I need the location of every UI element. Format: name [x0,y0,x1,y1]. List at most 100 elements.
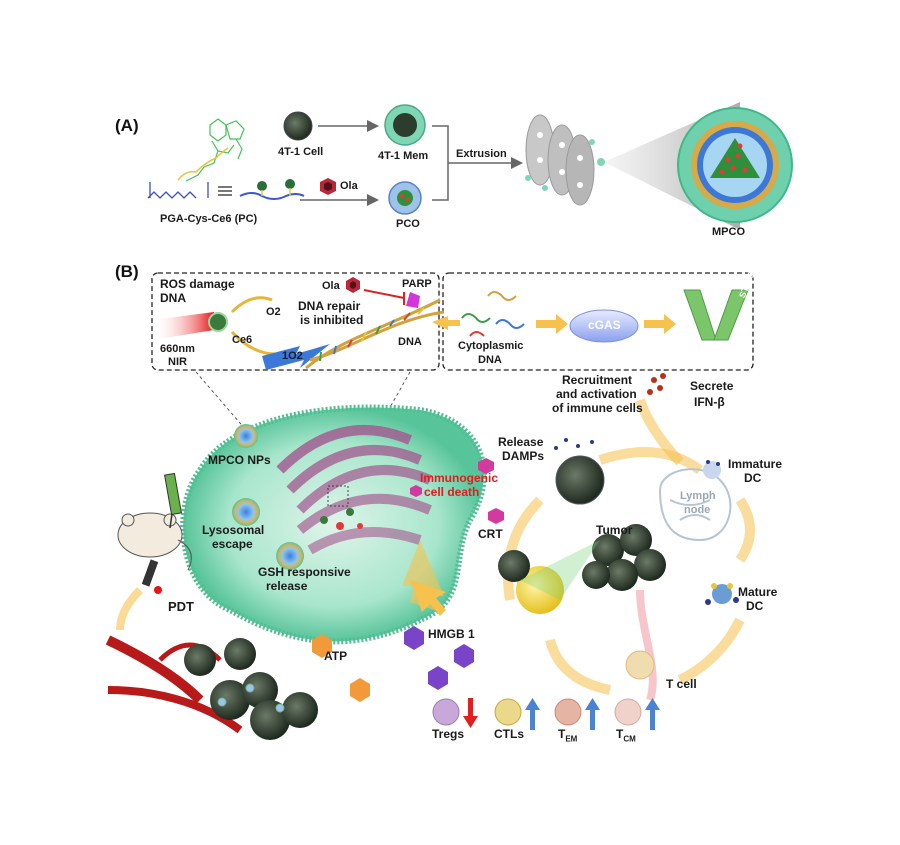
golgi-apparatus-icon [276,425,432,555]
icd-label-2: cell death [424,485,480,499]
ctls-label: CTLs [494,727,524,741]
mpco-nanoparticle-icon [677,107,793,223]
damps-label: DAMPs [502,449,545,463]
lymph-node-icon [658,468,732,542]
equals-icon [218,186,232,196]
gsh-label-2: release [266,579,308,593]
extrusion-label: Extrusion [456,148,507,160]
polymer-chain-icon [147,147,229,199]
mouse-icon [117,512,192,571]
syringe-icon [164,472,182,529]
damps-icon [554,438,594,450]
dna-repair-label-2: is inhibited [300,313,364,327]
up-arrow-icon [585,698,600,730]
extruder-membrane-icon [525,114,605,206]
atp-icon [312,634,370,702]
pco-label: PCO [396,218,420,230]
tcm-cell-icon [614,698,642,726]
mature-dc-label: Mature [738,585,778,599]
lightning-icon [262,344,330,370]
tcm-label: TCM [616,727,636,744]
membrane-label: 4T-1 Mem [378,150,429,162]
sting-detail-box [442,272,754,371]
nir-wavelength-label: 660nm [160,343,195,355]
cytoplasmic-dna-label: Cytoplasmic [458,340,524,352]
tem-cell-icon [554,698,582,726]
atp-label: ATP [324,649,348,663]
cytoplasmic-dna-label-2: DNA [478,354,502,366]
dying-tumor-cell-icon [555,455,605,505]
laser-beam-icon [152,312,214,340]
pdt-label: PDT [168,599,194,614]
hmgb1-icon [404,626,474,690]
mature-dc-label-2: DC [746,599,764,613]
tumor-cluster-icon [582,524,666,591]
olaparib-icon [346,277,360,293]
cell-membrane-icon [384,104,426,146]
hmgb1-label: HMGB 1 [428,627,475,641]
inhibit-line-icon [363,289,405,299]
dna-helix-icon [305,298,445,370]
lymph-node-label-2: node [684,504,711,516]
immune-cycle-arrows [503,447,755,695]
cgas-label: cGAS [588,318,621,332]
ros-dna-label: DNA [160,291,186,305]
immature-dc-icon [703,460,721,479]
drug-release-icon [320,508,363,530]
crt-icon [410,458,504,524]
recruitment-label-2: and activation [556,387,637,401]
o2-arrow-icon [230,296,273,314]
flow-arrow-icon [432,316,460,330]
lysosomal-label: Lysosomal [202,523,265,537]
laser-pointer-icon [141,559,162,594]
ola-label: Ola [340,180,358,192]
parp-label: PARP [402,278,432,290]
mpco-nps-label: MPCO NPs [208,453,271,467]
ctl-small-icon [494,698,522,726]
ce6-label: Ce6 [232,334,253,346]
flow-arrow-icon [644,314,676,334]
flow-arrow-icon [536,314,568,334]
release-label: Release [498,435,544,449]
sting-dimer-icon [683,289,749,341]
up-arrow-icon [645,698,660,730]
singlet-o2-label: 1O2 [282,350,303,362]
mpco-label: MPCO [712,226,745,238]
lysosome-icon [232,498,260,526]
recruitment-label-3: of immune cells [552,401,643,415]
pco-nanoparticle-icon [388,181,422,215]
ctl-icon [516,566,564,614]
pc-chain-icon [239,179,305,200]
gsh-release-icon [276,542,304,570]
mpco-nanoparticle-icon [234,424,258,448]
dna-repair-label: DNA repair [298,299,361,313]
treg-cell-icon [432,698,460,726]
panel-a [147,102,793,230]
immature-dc-label: Immature [728,457,783,471]
tem-label: TEM [558,727,578,744]
recruitment-label: Recruitment [562,373,633,387]
cytoplasmic-dna-icon [461,291,525,337]
ifn-beta-label: IFN-β [694,395,725,409]
tumor-label: Tumor [596,523,633,537]
bracket-arrow-icon [432,125,520,201]
mature-dc-icon [705,583,739,605]
icd-label: Immunogenic [420,471,499,485]
nir-label: NIR [168,356,187,368]
ce6-nanoparticle-icon [208,312,228,332]
cell-label: 4T-1 Cell [278,146,324,158]
panel-b-label: (B) [115,262,139,281]
o2-label: O2 [266,306,281,318]
ros-damage-label: ROS damage [160,277,235,291]
polymer-label: PGA-Cys-Ce6 (PC) [160,213,258,225]
up-arrow-icon [525,698,540,730]
dna-label: DNA [398,336,422,348]
target-tumor-cell-icon [498,550,530,582]
gsh-label: GSH responsive [258,565,351,579]
cgas-icon [569,309,639,343]
parp-enzyme-icon [406,292,420,308]
t-cell-icon [625,650,655,680]
immature-dc-label-2: DC [744,471,762,485]
secrete-label: Secrete [690,379,734,393]
ifn-beta-icon [647,373,666,395]
